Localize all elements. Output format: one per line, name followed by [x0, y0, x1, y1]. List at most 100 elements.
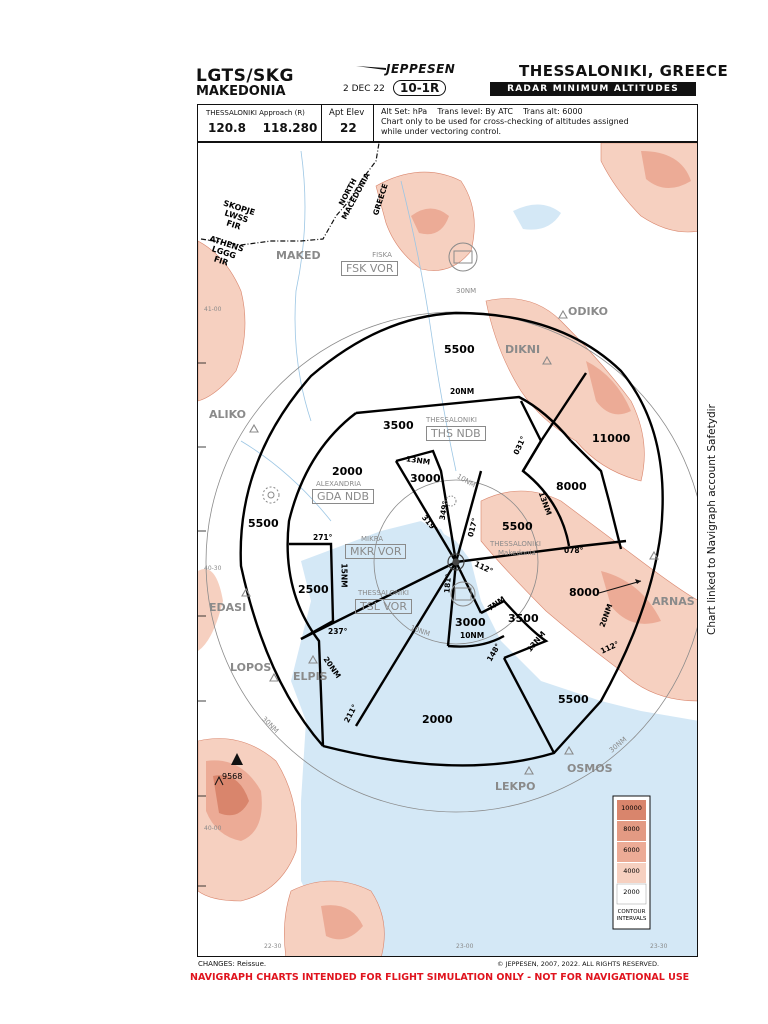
line-ne-out	[539, 372, 588, 442]
chart-type: RADAR MINIMUM ALTITUDES	[490, 82, 696, 96]
note-line-1: Chart only to be used for cross-checking…	[381, 117, 629, 126]
fsk-id: FSK VOR	[341, 261, 399, 276]
gda-name: ALEXANDRIA	[316, 480, 362, 488]
alt-2000-s: 2000	[422, 713, 453, 726]
spot-arrow-icon	[231, 753, 243, 765]
dist-30nm-se: 30NM	[607, 735, 629, 755]
grid-23-30: 23-30	[650, 943, 668, 950]
dist-7nm: 7NM	[486, 594, 507, 613]
lat-label-10b: 10	[198, 880, 199, 889]
lake-water	[513, 204, 561, 230]
lat-ticks	[198, 362, 206, 887]
ths-ndb-icon	[445, 495, 457, 507]
dist-10nm-ne: 10NM	[455, 472, 477, 490]
brg-211: 211°	[342, 702, 360, 725]
elev-cell: Apt Elev 22	[322, 105, 374, 141]
line-349	[394, 460, 458, 563]
fix-dikni: DIKNI	[505, 343, 541, 356]
line-017	[454, 470, 483, 563]
dist-15nm: 15NM	[339, 563, 349, 588]
fix-edasi: EDASI	[209, 601, 247, 614]
line-7nm	[480, 599, 549, 660]
fix-aliko: ALIKO	[209, 408, 246, 421]
terrain-west	[198, 240, 246, 402]
fix-osmos-icon	[564, 745, 574, 755]
mkr-name: MIKRA	[361, 535, 384, 543]
alt-3500-n: 3500	[383, 419, 414, 432]
alt-5500-w: 5500	[248, 517, 279, 530]
fix-elpis: ELPIS	[293, 670, 328, 683]
terrain-east-ridge	[485, 298, 645, 482]
legend-10000: 10000	[621, 804, 642, 812]
brg-148: 148°	[484, 641, 503, 664]
dist-13nm-ne: 13NM	[536, 490, 554, 517]
legend-4000: 4000	[623, 867, 640, 875]
dist-10nm-sw: 10NM	[409, 623, 431, 639]
elev-label: Apt Elev	[329, 108, 365, 118]
brg-017: 017°	[465, 516, 480, 539]
alt-3500-s: 3500	[508, 612, 539, 625]
west-inner	[286, 412, 357, 747]
navigraph-side-note: Chart linked to Navigraph account Safety…	[706, 404, 718, 635]
gda-ndb-icon	[262, 486, 280, 504]
brg-031: 031°	[511, 434, 528, 457]
ths-name: THESSALONIKI	[426, 416, 477, 424]
line-148	[502, 657, 556, 754]
fix-triangles	[241, 309, 659, 775]
alt-11000: 11000	[592, 432, 631, 445]
fix-lekpo-icon	[524, 765, 534, 775]
sector-boundaries	[239, 311, 664, 767]
legend-8000: 8000	[623, 825, 640, 833]
dist-30nm-n: 30NM	[456, 287, 477, 295]
greece-label: GREECE	[371, 182, 390, 217]
lat-label-40: 40	[198, 441, 199, 450]
tsl-vor-icon	[450, 581, 476, 607]
notes-cell: Alt Set: hPa Trans level: By ATC Trans a…	[381, 107, 629, 137]
brg-078: 078°	[564, 546, 584, 555]
brg-349: 349°	[437, 500, 450, 521]
arnas-arrowhead-icon	[635, 579, 641, 584]
elev-value: 22	[340, 121, 357, 135]
legend-2000: 2000	[623, 888, 640, 896]
alt-5500-c: 5500	[502, 520, 533, 533]
lat-label-0: 0	[198, 792, 199, 796]
terrain-ne-2	[641, 151, 691, 189]
brg-112: 112°	[473, 559, 495, 576]
alt-5500-se: 5500	[558, 693, 589, 706]
mkr-vor-icon	[447, 553, 465, 571]
dist-10nm-s: 10NM	[460, 631, 485, 640]
fix-dikni-icon	[542, 355, 552, 365]
alt-3000-s: 3000	[455, 616, 486, 629]
approach-freqs: 120.8 118.280	[208, 121, 318, 135]
lat-label-10: 10	[198, 695, 199, 704]
line-078	[455, 539, 627, 564]
ths-id: THS NDB	[426, 426, 486, 441]
ring-10nm	[373, 479, 539, 645]
line-237	[300, 560, 457, 641]
airport-ids: LGTS/SKG	[196, 66, 294, 86]
alt-3000-n: 3000	[410, 472, 441, 485]
fix-arnas-icon	[649, 550, 659, 560]
border-line	[200, 143, 380, 246]
mkr-id: MKR VOR	[345, 544, 407, 559]
airport-label: THESSALONIKI	[490, 540, 541, 548]
fsk-name: FISKA	[372, 251, 392, 259]
dist-20nm-n: 20NM	[450, 387, 475, 396]
fix-lopos-icon	[269, 672, 279, 682]
airport-name: MAKEDONIA	[196, 84, 286, 99]
terrain-east-ridge-2	[586, 361, 631, 415]
brg-271: 271°	[313, 533, 333, 542]
terrain-north-2	[411, 208, 449, 235]
fix-elpis-icon	[308, 654, 318, 664]
dist-30nm-sw: 30NM	[260, 715, 281, 735]
terrain-east-2	[601, 571, 661, 624]
grid-23-00: 23-00	[456, 943, 474, 950]
tsl-id: TSL VOR	[355, 599, 412, 614]
approach-cell: THESSALONIKI Approach (R) 120.8 118.280	[198, 105, 322, 141]
fix-arnas: ARNAS	[652, 595, 695, 608]
gda-id: GDA NDB	[312, 489, 375, 504]
